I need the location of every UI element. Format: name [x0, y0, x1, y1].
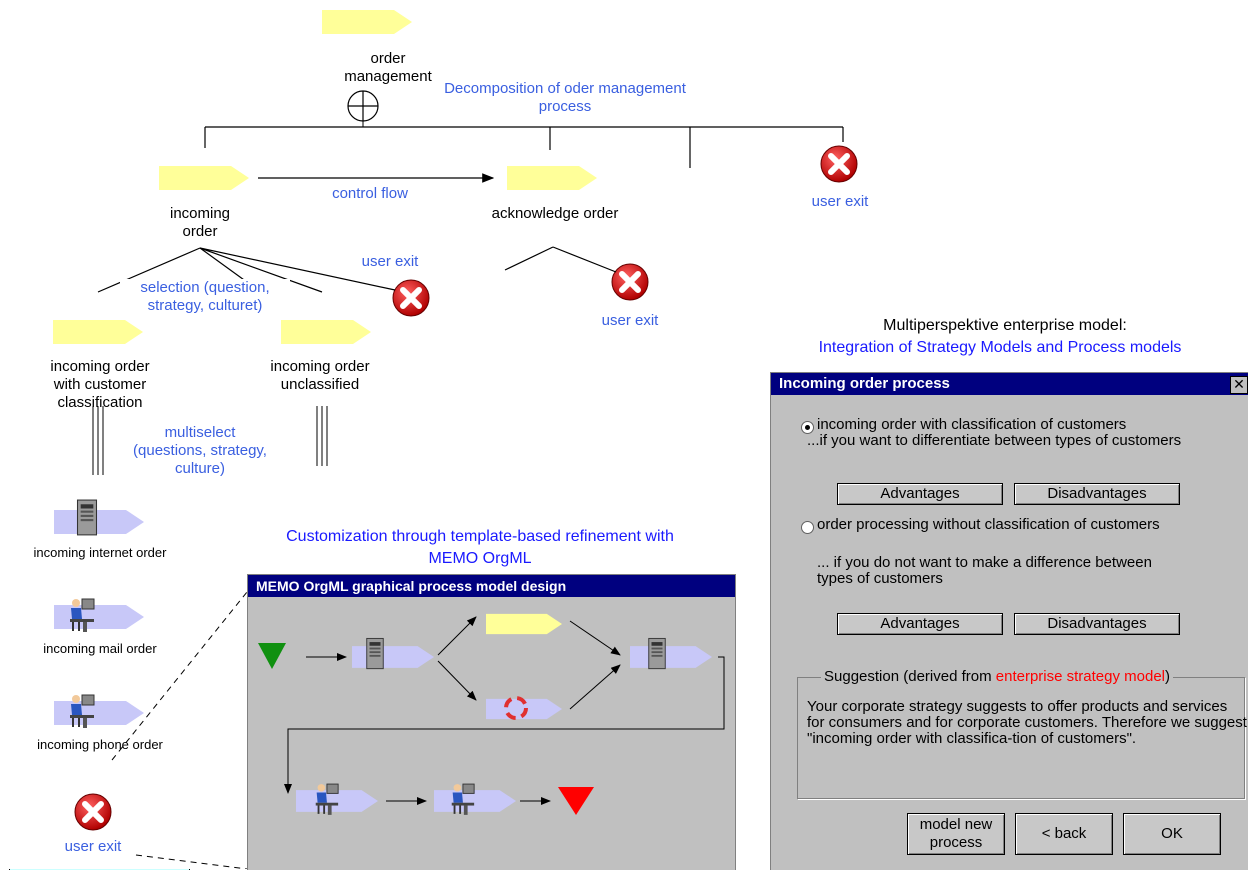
user-exit-mid-label: user exit: [361, 253, 419, 270]
dialog-title: Incoming order process: [771, 373, 1248, 395]
variant-internet-label: incoming internet order: [33, 545, 167, 560]
back-button[interactable]: < back: [1015, 813, 1113, 855]
selection-label: selection (question, strategy, culturet): [120, 279, 290, 315]
option2-desc: ... if you do not want to make a differe…: [817, 554, 1152, 587]
variant-mail-label: incoming mail order: [43, 641, 157, 656]
incoming-order-dialog: Incoming order process ✕ incoming order …: [770, 372, 1248, 870]
suggestion-text: Your corporate strategy suggests to offe…: [807, 698, 1247, 747]
orgml-window-title: MEMO OrgML graphical process model desig…: [248, 575, 735, 597]
end-triangle-icon: [558, 787, 594, 815]
model-new-process-button[interactable]: model new process: [907, 813, 1005, 855]
model-new-process-label: model new process: [919, 816, 993, 851]
option1-desc: ...if you want to differentiate between …: [807, 432, 1182, 449]
variant-phone-label: incoming phone order: [37, 737, 163, 752]
decomposition-label: Decomposition of oder management process: [444, 80, 686, 115]
user-exit-mid-icon: [393, 280, 429, 316]
option2-radio[interactable]: [801, 521, 814, 534]
option2-label: order processing without classification …: [817, 516, 1160, 533]
incoming-order-unclassified-label: incoming order unclassified: [270, 358, 370, 393]
enterprise-heading-line2: Integration of Strategy Models and Proce…: [818, 339, 1182, 356]
user-exit-ack-label: user exit: [601, 312, 659, 329]
option1-advantages-button[interactable]: Advantages: [837, 483, 1003, 505]
suggestion-suffix: ): [1165, 668, 1171, 685]
strategy-model-link[interactable]: enterprise strategy model: [995, 668, 1166, 685]
enterprise-heading-line1: Multiperspektive enterprise model:: [883, 317, 1127, 334]
start-triangle-icon: [258, 643, 286, 669]
multiselect-label: multiselect (questions, strategy, cultur…: [133, 424, 267, 477]
orgml-window: MEMO OrgML graphical process model desig…: [247, 574, 736, 870]
customization-heading: Customization through template-based ref…: [286, 528, 674, 567]
user-exit-top-icon: [821, 146, 857, 182]
user-exit-panel-icon: [75, 794, 111, 830]
option1-disadvantages-button[interactable]: Disadvantages: [1014, 483, 1180, 505]
incoming-order-label: incoming order: [169, 205, 231, 240]
order-management-label: order management: [344, 50, 432, 85]
order-management-process-shape: [322, 10, 412, 34]
option2-disadvantages-button[interactable]: Disadvantages: [1014, 613, 1180, 635]
user-exit-top-label: user exit: [811, 193, 869, 210]
variant-user-exit-label: user exit: [64, 838, 122, 855]
dialog-title-text: Incoming order process: [779, 375, 950, 392]
cycle-icon: [504, 696, 528, 720]
option2-advantages-button[interactable]: Advantages: [837, 613, 1003, 635]
user-exit-ack-icon: [612, 264, 648, 300]
option1-label: incoming order with classification of cu…: [817, 416, 1127, 433]
control-flow-label: control flow: [332, 185, 408, 202]
incoming-order-with-classification-label: incoming order with customer classificat…: [50, 358, 150, 411]
ok-button[interactable]: OK: [1123, 813, 1221, 855]
acknowledge-order-label: acknowledge order: [491, 205, 619, 222]
orgml-canvas[interactable]: [248, 597, 735, 870]
suggestion-prefix: Suggestion (derived from: [824, 668, 996, 685]
suggestion-legend: Suggestion (derived from enterprise stra…: [821, 668, 1174, 685]
option1-radio[interactable]: [801, 421, 814, 434]
close-icon[interactable]: ✕: [1230, 376, 1248, 394]
